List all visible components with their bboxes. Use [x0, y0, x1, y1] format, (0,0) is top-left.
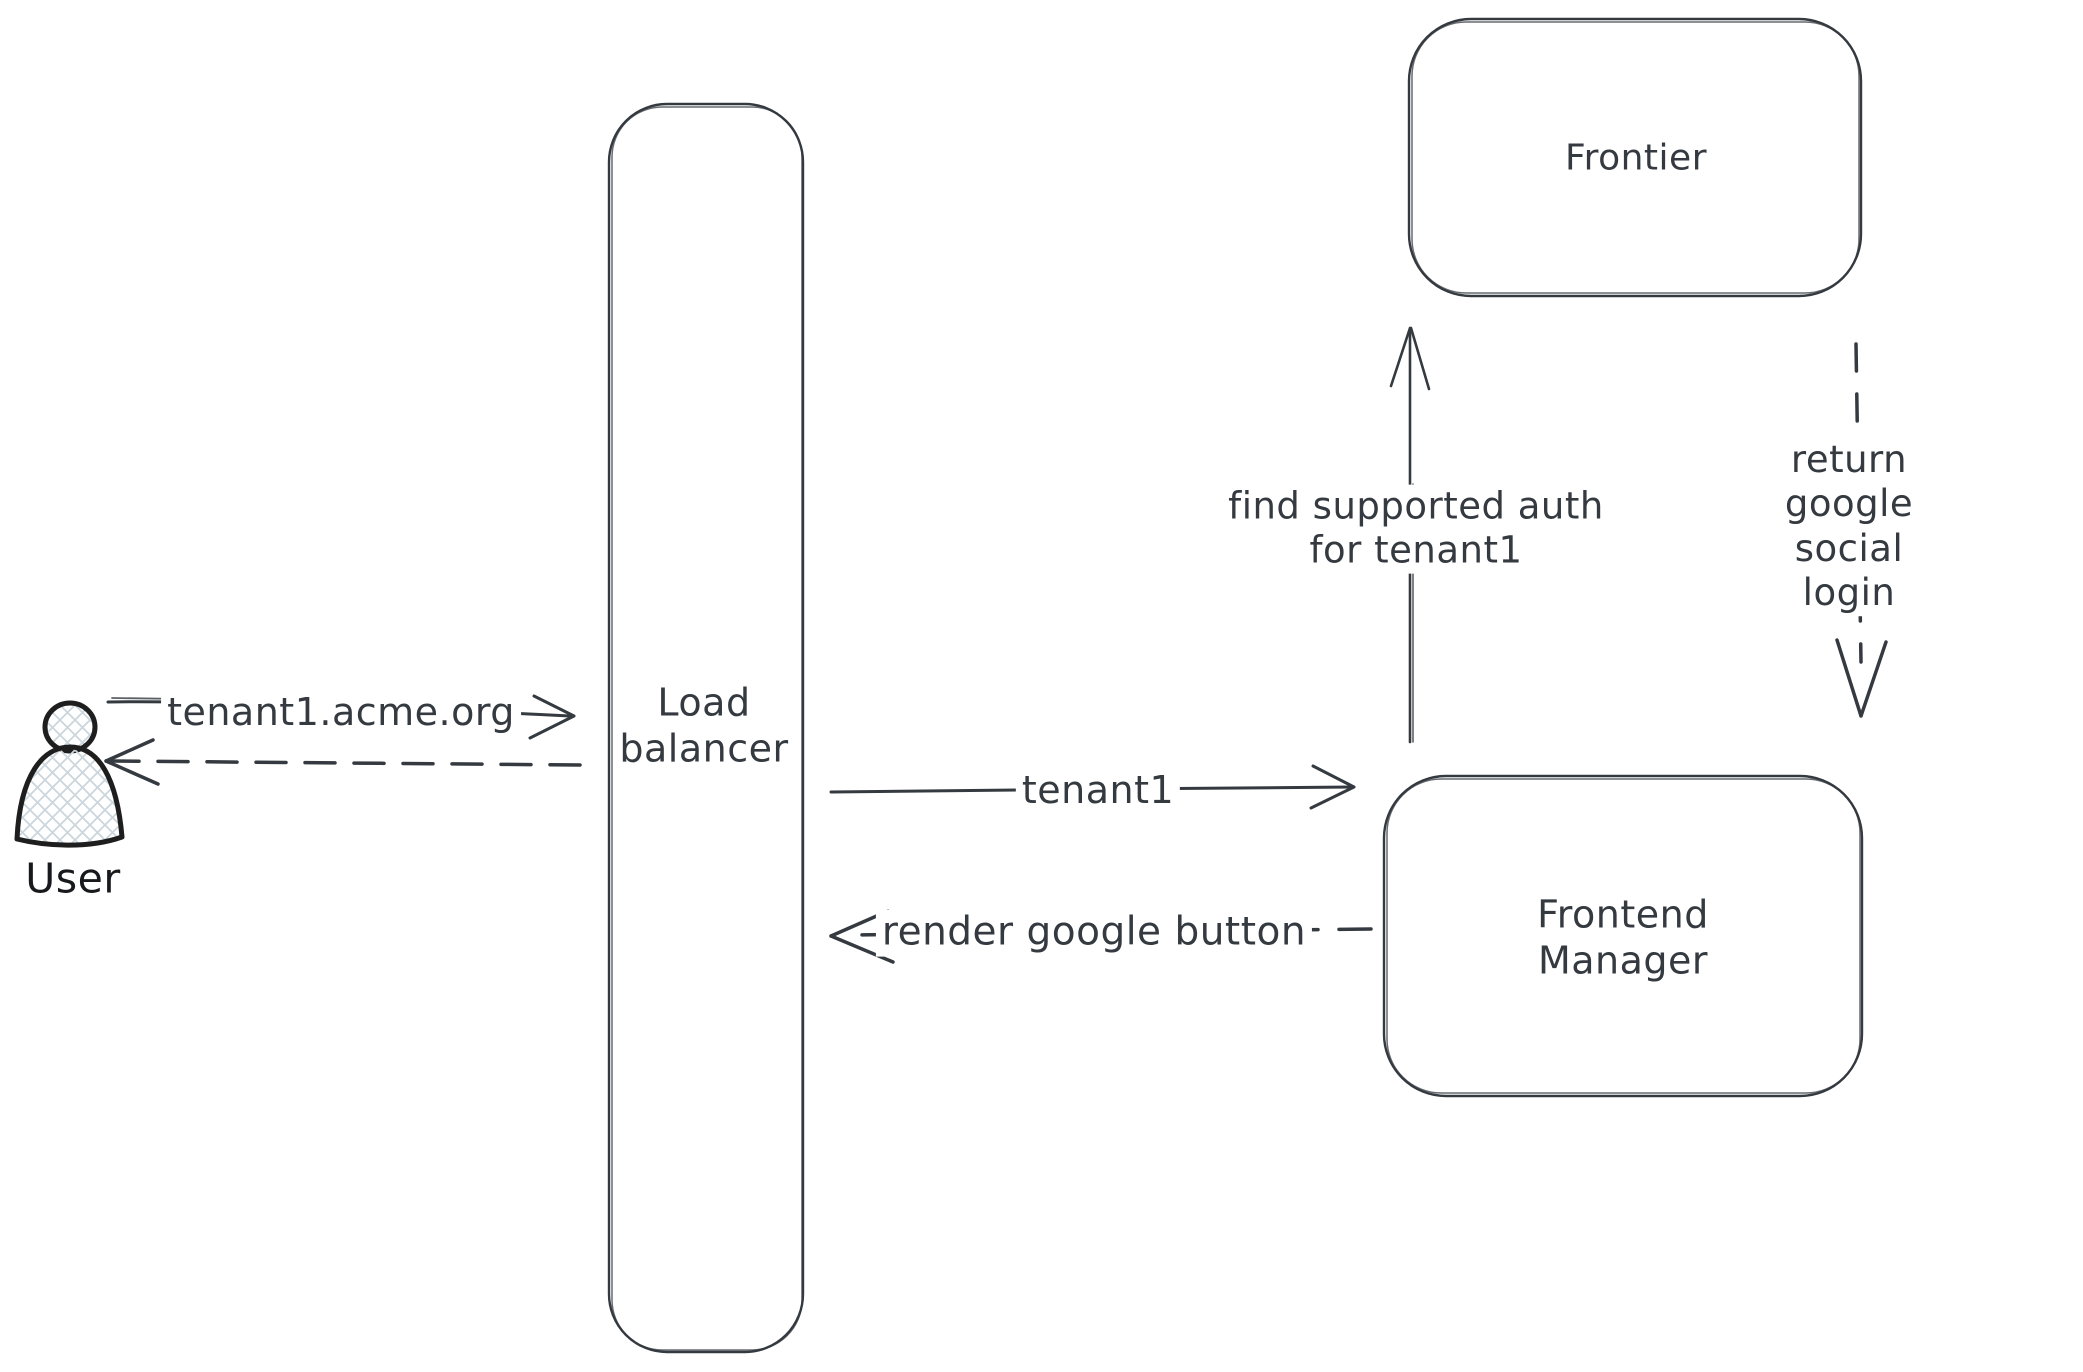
arrow-load-balancer-to-user: [104, 738, 582, 786]
edge-label-tenant1: tenant1: [1015, 768, 1181, 814]
frontend-manager-label: Frontend Manager: [1531, 892, 1715, 984]
edge-label-find-supported-auth: find supported auth for tenant1: [1222, 484, 1610, 574]
load-balancer-label: Load balancer: [613, 680, 795, 772]
frontier-label: Frontier: [1558, 136, 1714, 180]
edge-label-return-google-social: return google social login: [1732, 438, 1966, 616]
person-icon: [14, 700, 125, 848]
edge-label-tenant1-acme-org: tenant1.acme.org: [161, 690, 521, 736]
user-label: User: [25, 854, 121, 903]
edge-label-render-google-button: render google button: [875, 909, 1313, 957]
